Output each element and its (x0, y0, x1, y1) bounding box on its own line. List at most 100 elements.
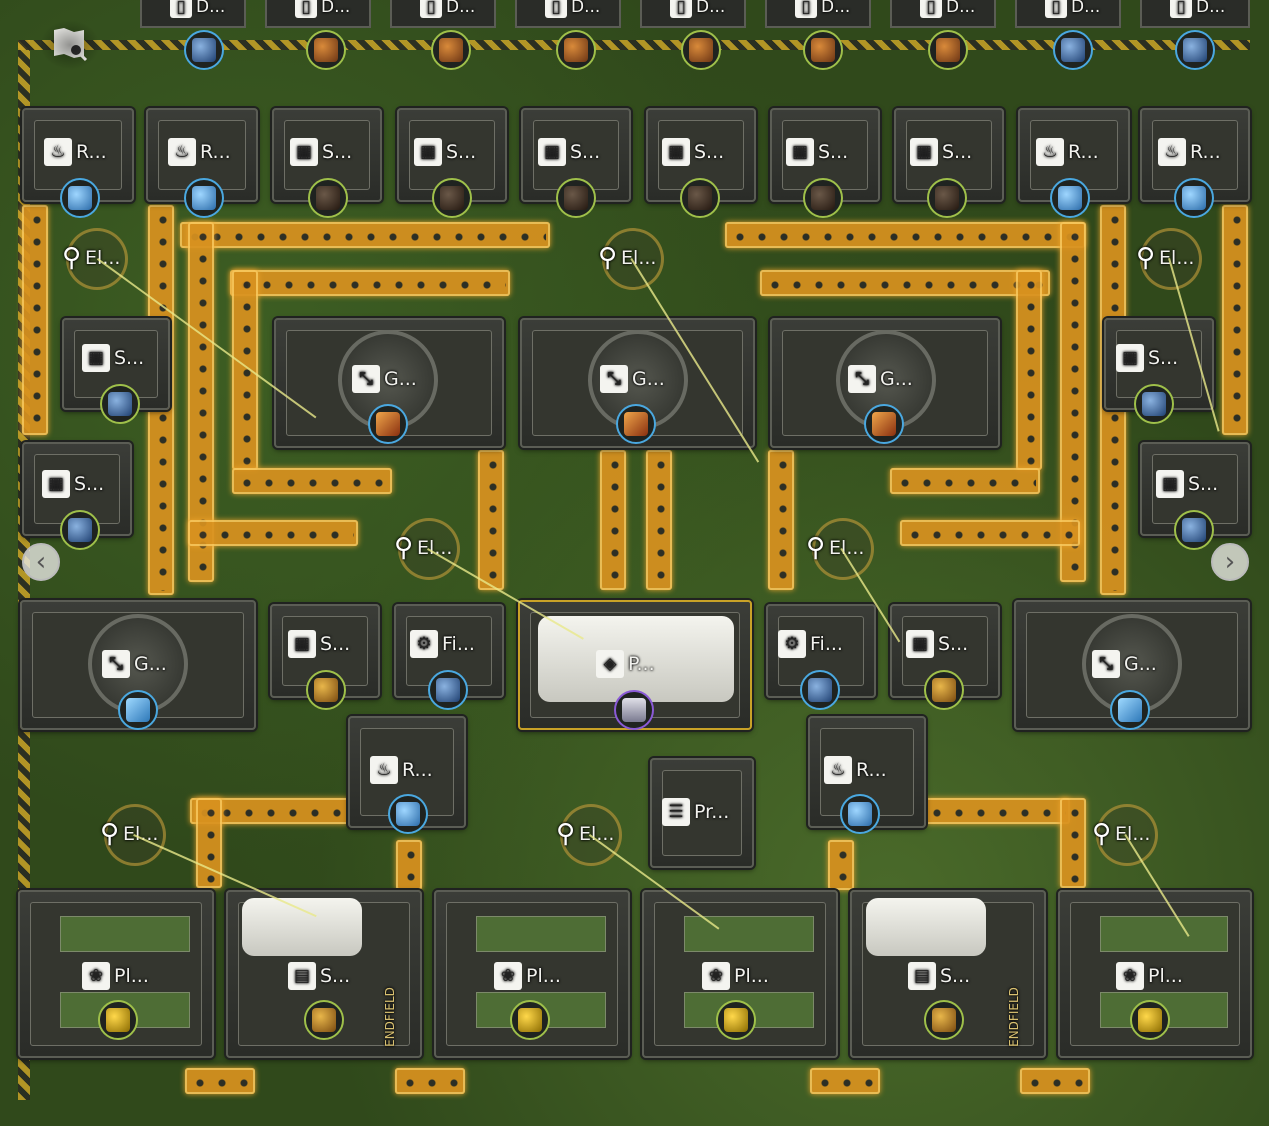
filler-output (428, 670, 468, 710)
smelter-label: ▦S... (42, 470, 104, 498)
depot-label: D... (196, 0, 226, 17)
conveyor-belt (478, 450, 504, 590)
electric-pylon[interactable] (1140, 228, 1202, 290)
pylon-icon: ⚲ (1092, 819, 1112, 849)
depot[interactable]: ▯D... (890, 0, 996, 28)
map-search-icon (54, 28, 88, 62)
depot-label: D... (571, 0, 601, 17)
pylon-label: ⚲El... (556, 819, 615, 849)
refinery[interactable] (22, 108, 134, 202)
smelter-icon: ▦ (1116, 344, 1144, 372)
scroll-left-button[interactable]: ‹ (22, 543, 60, 581)
depot[interactable]: ▯D... (1015, 0, 1121, 28)
grinder-output (118, 690, 158, 730)
refinery-label: ♨R... (1158, 138, 1221, 166)
smelter-label: ▦S... (786, 138, 848, 166)
scroll-right-button[interactable]: › (1211, 543, 1249, 581)
seed-picker-icon: ▤ (908, 962, 936, 990)
planter-output (510, 1000, 550, 1040)
depot[interactable]: ▯D... (765, 0, 871, 28)
smelter-icon: ▦ (82, 344, 110, 372)
pylon-label: ⚲El... (1092, 819, 1151, 849)
feed-item (1053, 30, 1093, 70)
depot[interactable]: ▯D... (390, 0, 496, 28)
conveyor-belt (230, 270, 510, 296)
depot[interactable]: ▯D... (1140, 0, 1250, 28)
electric-pylon[interactable] (66, 228, 128, 290)
conveyor-belt (1016, 270, 1042, 470)
smelter-output (556, 178, 596, 218)
seed-picker[interactable] (226, 890, 422, 1058)
pylon-icon: ⚲ (598, 243, 618, 273)
smelter-output (1174, 510, 1214, 550)
refinery-icon: ♨ (1158, 138, 1186, 166)
conveyor-belt (188, 520, 358, 546)
electric-pylon[interactable] (1096, 804, 1158, 866)
depot[interactable]: ▯D... (265, 0, 371, 28)
depot-label: D... (946, 0, 976, 17)
smelter-icon: ▦ (906, 630, 934, 658)
pylon-icon: ⚲ (100, 819, 120, 849)
planter-label: ❀Pl... (1116, 962, 1183, 990)
grinder-icon: ⤡ (352, 365, 380, 393)
conveyor-belt (232, 468, 392, 494)
conveyor-belt (1222, 205, 1248, 435)
planter-icon: ❀ (494, 962, 522, 990)
conveyor-belt (725, 222, 1085, 248)
pylon-label: ⚲El... (1136, 243, 1195, 273)
conveyor-belt (900, 520, 1080, 546)
chevron-left-icon: ‹ (35, 547, 47, 577)
refinery-label: ♨R... (1036, 138, 1099, 166)
pylon-icon: ⚲ (394, 533, 414, 563)
planter-icon: ❀ (702, 962, 730, 990)
grinder-output (864, 404, 904, 444)
depot[interactable]: ▯D... (640, 0, 746, 28)
frame-stripe-top (18, 40, 1250, 50)
grinder-icon: ⤡ (102, 650, 130, 678)
conveyor-belt (768, 450, 794, 590)
smelter-label: ▦S... (82, 344, 144, 372)
smelter-output (60, 510, 100, 550)
grinder-output (368, 404, 408, 444)
pylon-label: ⚲El... (100, 819, 159, 849)
pylon-label: ⚲El... (62, 243, 121, 273)
grinder-icon: ⤡ (848, 365, 876, 393)
smelter-icon: ▦ (1156, 470, 1184, 498)
refinery-output (60, 178, 100, 218)
map-search-button[interactable] (40, 20, 100, 70)
conveyor-belt (395, 1068, 465, 1094)
conveyor-belt (828, 840, 854, 890)
depot[interactable]: ▯D... (140, 0, 246, 28)
smelter-output (308, 178, 348, 218)
grinder-output (616, 404, 656, 444)
smelter-icon: ▦ (786, 138, 814, 166)
smelter-output (680, 178, 720, 218)
depot[interactable]: ▯D... (515, 0, 621, 28)
smelter-output (924, 670, 964, 710)
depot-icon: ▯ (1170, 0, 1192, 18)
depot-icon: ▯ (670, 0, 692, 18)
seed-picker-output (924, 1000, 964, 1040)
planter-icon: ❀ (82, 962, 110, 990)
grinder-icon: ⤡ (1092, 650, 1120, 678)
smelter-output (927, 178, 967, 218)
pylon-icon: ⚲ (62, 243, 82, 273)
refinery-icon: ♨ (370, 756, 398, 784)
refinery[interactable] (1140, 108, 1250, 202)
depot-icon: ▯ (795, 0, 817, 18)
packager-icon: ◈ (596, 650, 624, 678)
grinder[interactable] (770, 318, 1000, 448)
smelter[interactable] (894, 108, 1004, 202)
conveyor-belt (1020, 1068, 1090, 1094)
feed-item (803, 30, 843, 70)
conveyor-belt (232, 270, 258, 470)
smelter-icon: ▦ (290, 138, 318, 166)
smelter-label: ▦S... (906, 630, 968, 658)
smelter-icon: ▦ (538, 138, 566, 166)
smelter-icon: ▦ (910, 138, 938, 166)
grinder[interactable] (520, 318, 755, 448)
planter-output (1130, 1000, 1170, 1040)
depot-icon: ▯ (1045, 0, 1067, 18)
depot-label: D... (1196, 0, 1226, 17)
depot-icon: ▯ (545, 0, 567, 18)
